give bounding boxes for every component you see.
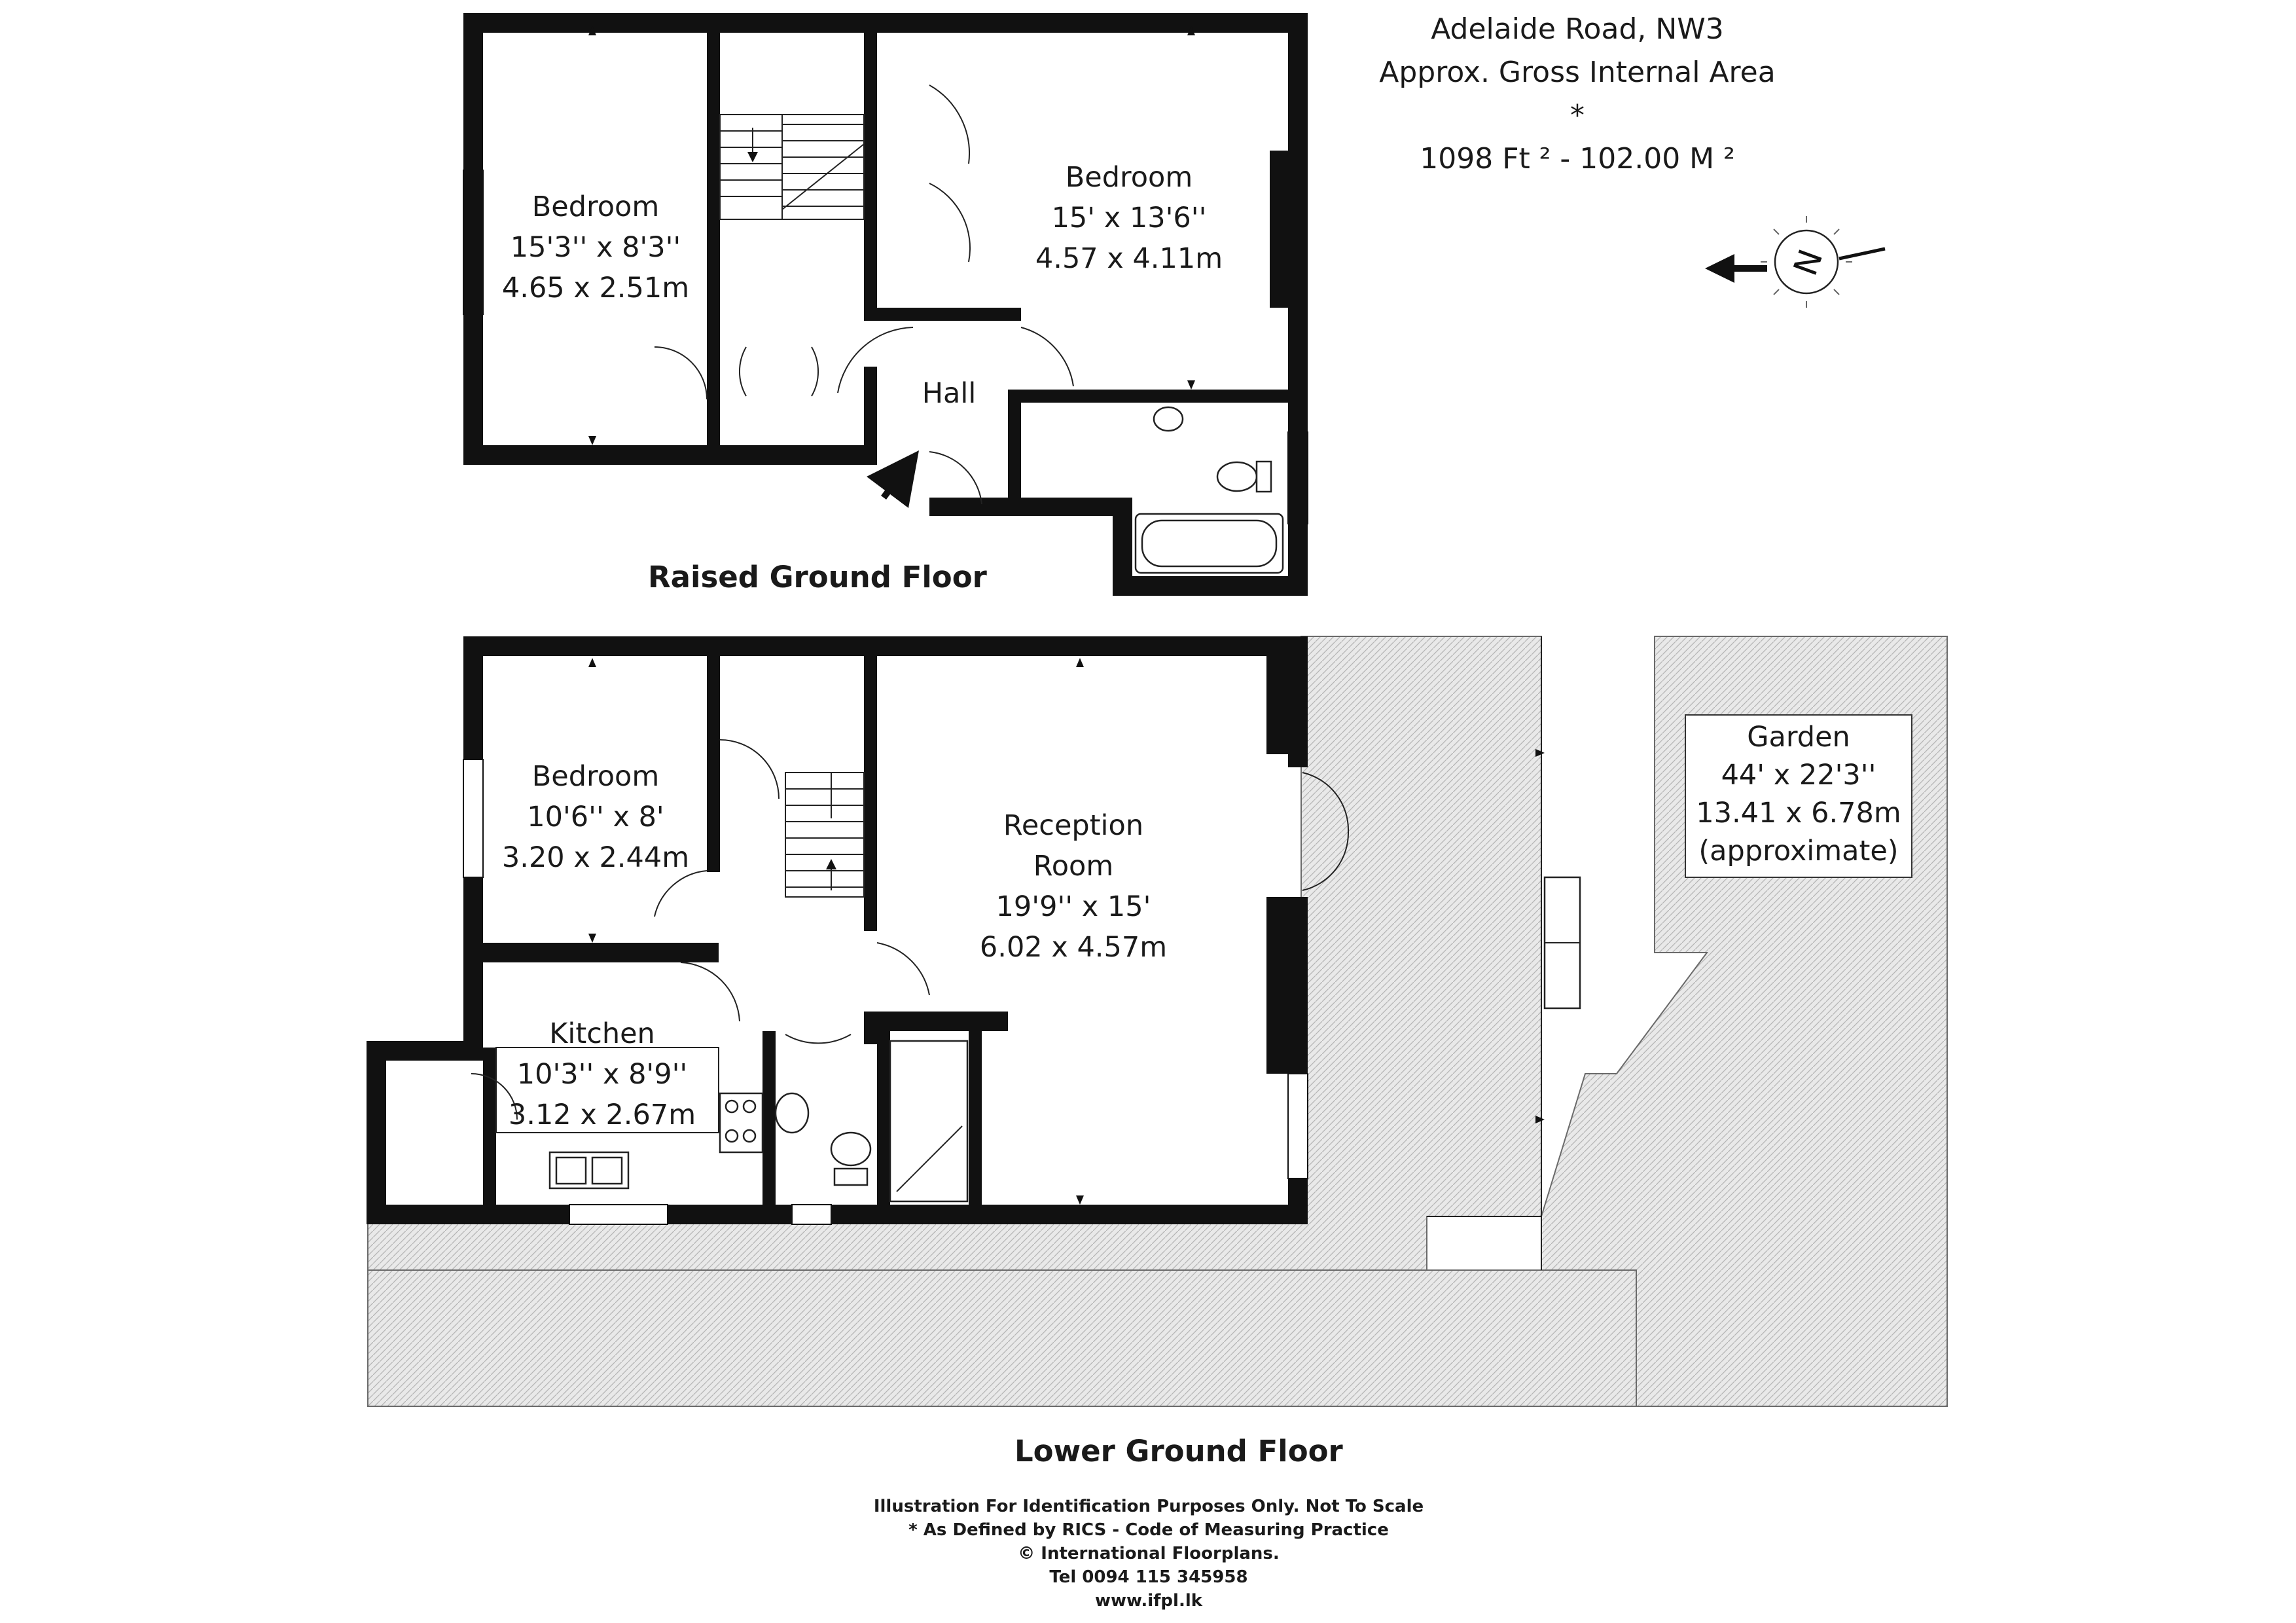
raised-bedroom-1-label: Bedroom 15'3'' x 8'3'' 4.65 x 2.51m [501, 191, 690, 304]
lower-doors [471, 739, 1350, 1120]
lower-bedroom-label: Bedroom 10'6'' x 8' 3.20 x 2.44m [501, 760, 690, 874]
lower-kitchen-label: Kitchen 10'3'' x 8'9'' 3.12 x 2.67m [508, 1017, 696, 1131]
lower-floor-walls [367, 636, 1308, 1225]
lower-floor-title: Lower Ground Floor [1014, 1434, 1343, 1468]
garden-label: Garden 44' x 22'3'' 13.41 x 6.78m (appro… [1685, 714, 1912, 878]
area-value: 1098 Ft ² - 102.00 M ² [1420, 142, 1735, 175]
raised-doors [654, 84, 1074, 508]
raised-bedroom-2-label: Bedroom 15' x 13'6'' 4.57 x 4.11m [1035, 161, 1223, 275]
raised-hall-label: Hall [922, 377, 977, 410]
area-caption: Approx. Gross Internal Area * [1379, 56, 1776, 132]
disclaimer-footer: Illustration For Identification Purposes… [873, 1497, 1424, 1611]
lower-staircase [785, 772, 865, 898]
lower-reception-label: Reception Room 19'9'' x 15' 6.02 x 4.57m [979, 809, 1168, 964]
raised-floor-walls [463, 13, 1308, 596]
property-header: Adelaide Road, NW3 Approx. Gross Interna… [1368, 8, 1787, 181]
lower-fixtures [495, 1040, 969, 1203]
north-compass: N [1705, 216, 1886, 308]
raised-staircase [719, 114, 865, 220]
dimension-markers [588, 26, 1545, 1205]
raised-floor-title: Raised Ground Floor [648, 560, 987, 594]
address: Adelaide Road, NW3 [1431, 12, 1724, 46]
raised-bathroom-fixtures [1134, 406, 1284, 574]
